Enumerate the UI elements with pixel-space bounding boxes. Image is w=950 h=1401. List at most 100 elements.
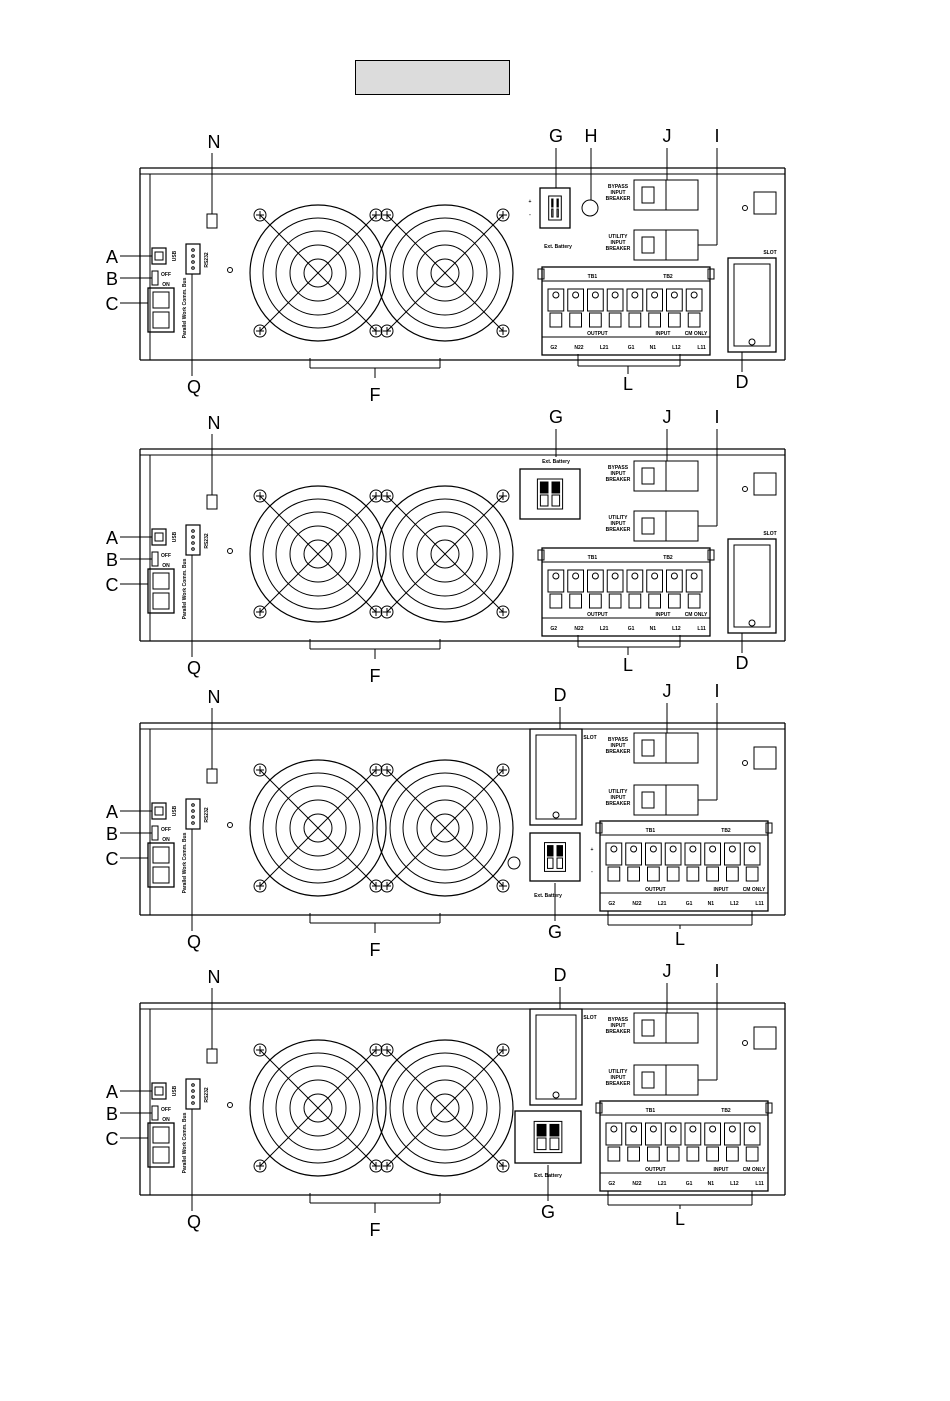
mount-hole: [227, 548, 233, 554]
terminal-label-l12: L12: [672, 345, 681, 351]
fan-screw: [369, 879, 383, 893]
terminal-screw: [709, 1125, 717, 1133]
rs232-pin: [191, 260, 195, 264]
breaker-label: INPUT: [611, 240, 626, 246]
terminal-screw: [690, 572, 698, 580]
terminal-label-g2: G2: [608, 901, 615, 907]
callout-d: D: [736, 372, 749, 392]
battery-pin: [551, 208, 554, 218]
title-box: [355, 60, 510, 95]
fan-screw: [380, 489, 394, 503]
battery-pin: [547, 845, 554, 857]
off-label: OFF: [161, 553, 171, 559]
breaker-switch: [641, 739, 655, 757]
fan-ring: [402, 230, 488, 316]
battery-connector-frame: [539, 187, 571, 229]
terminal-clamp: [666, 1146, 680, 1162]
parallel-rj-port: [152, 1126, 170, 1144]
breaker-label: INPUT: [611, 471, 626, 477]
fan-hub: [303, 813, 333, 843]
terminal-clamp: [648, 312, 661, 328]
terminal-screw-housing: [606, 569, 624, 593]
on-label: ON: [162, 1117, 170, 1123]
breaker-label: UTILITY: [609, 789, 629, 795]
mount-hole: [742, 1040, 748, 1046]
terminal-clamp: [589, 312, 602, 328]
terminal-screw-housing: [724, 842, 741, 866]
terminal-label-g1: G1: [628, 345, 635, 351]
fan-ring: [275, 511, 361, 597]
tb1-label: TB1: [588, 555, 598, 561]
callout-a: A: [106, 802, 118, 822]
terminal-screw: [748, 1125, 756, 1133]
terminal-mount-tab: [765, 822, 773, 834]
parallel-comm-label: Parallel Work Comm. Bus: [182, 277, 188, 338]
fan-screw: [496, 208, 510, 222]
battery-minus: -: [591, 869, 593, 875]
tb2-label: TB2: [721, 828, 731, 834]
terminal-clamp: [687, 593, 701, 609]
slot-frame: [529, 1008, 583, 1106]
breaker-label: INPUT: [611, 795, 626, 801]
battery-pin: [551, 494, 561, 507]
terminal-clamp: [648, 593, 661, 609]
terminal-clamp: [666, 866, 680, 882]
input-label: INPUT: [713, 1167, 728, 1173]
battery-connector-frame: [519, 468, 581, 520]
battery-connector-frame: [514, 1110, 582, 1164]
fan-screw: [496, 1043, 510, 1057]
breaker-switch: [641, 186, 655, 204]
callout-a: A: [106, 528, 118, 548]
rs232-port: [185, 243, 201, 275]
terminal-label-n22: N22: [632, 901, 641, 907]
terminal-screw: [689, 845, 697, 853]
mount-hole: [742, 760, 748, 766]
parallel-port-block: [147, 568, 175, 614]
terminal-screw-housing: [605, 1122, 623, 1146]
breaker-switch: [641, 236, 655, 254]
rs232-port: [185, 798, 201, 830]
output-label: OUTPUT: [587, 331, 608, 337]
knockout-plate: [753, 191, 777, 215]
callout-g: G: [541, 1202, 555, 1222]
rs232-label: RS232: [204, 1087, 210, 1103]
callout-a: A: [106, 1082, 118, 1102]
fan-screw: [253, 489, 267, 503]
slot-frame: [727, 538, 777, 634]
battery-pin: [556, 208, 559, 218]
battery-pin: [536, 1137, 547, 1151]
breaker-label: BYPASS: [608, 184, 629, 190]
terminal-screw: [669, 1125, 677, 1133]
slot-inner: [535, 734, 577, 820]
terminal-mount-tab: [537, 268, 545, 280]
usb-label: USB: [172, 805, 178, 816]
slot-screw: [552, 1091, 560, 1099]
terminal-clamp: [647, 866, 660, 882]
terminal-screw: [689, 1125, 697, 1133]
dip-switch: [206, 213, 218, 229]
parallel-rj-port: [152, 866, 170, 884]
slot-label: SLOT: [583, 735, 596, 741]
terminal-clamp: [668, 593, 681, 609]
dip-switch: [206, 494, 218, 510]
option-slot: [529, 728, 583, 826]
terminal-screw: [631, 291, 639, 299]
callout-b: B: [106, 550, 118, 570]
cm-only-label: CM ONLY: [743, 1167, 766, 1173]
breaker-label: BREAKER: [606, 477, 631, 483]
terminal-label-l11: L11: [697, 626, 706, 632]
terminal-screw: [649, 1125, 657, 1133]
terminal-label-l21: L21: [658, 901, 667, 907]
rs232-label: RS232: [204, 533, 210, 549]
terminal-screw: [728, 1125, 736, 1133]
fan-screw: [253, 1159, 267, 1173]
fan-screw: [380, 605, 394, 619]
terminal-screw-housing: [704, 1122, 721, 1146]
output-label: OUTPUT: [645, 887, 666, 893]
terminal-clamp: [687, 312, 701, 328]
terminal-screw: [670, 572, 678, 580]
battery-pin: [549, 1123, 560, 1137]
